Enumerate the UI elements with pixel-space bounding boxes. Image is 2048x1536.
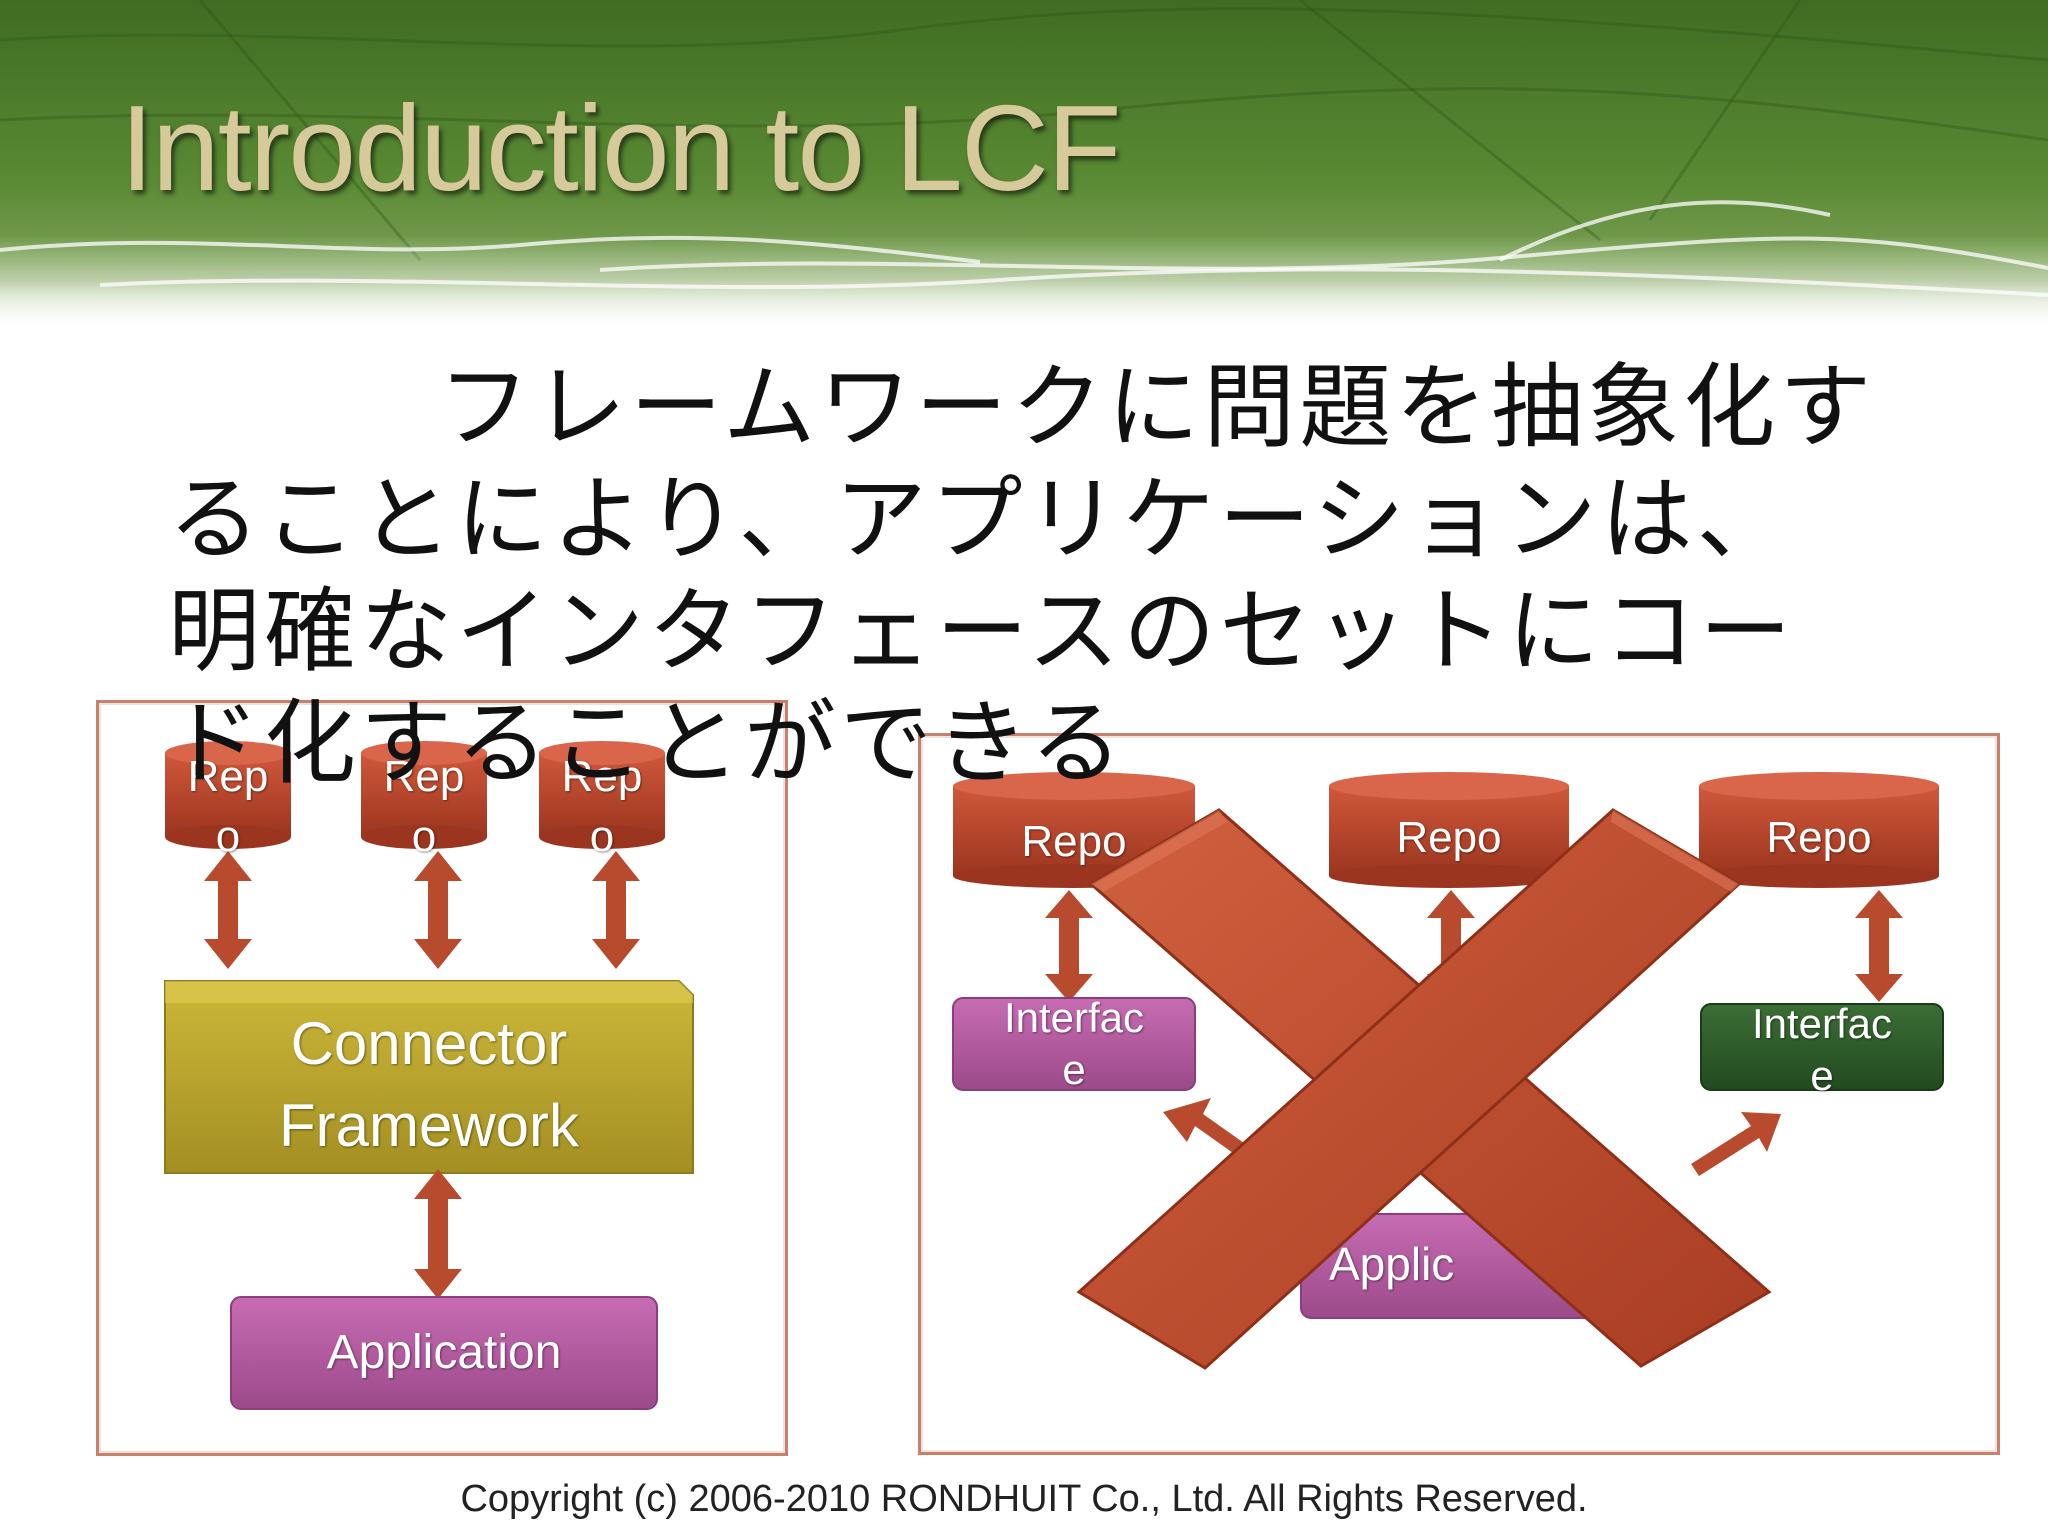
application-label-right: Applic	[1329, 1238, 1455, 1290]
repo-cylinder-right-2	[1329, 772, 1569, 888]
header-banner: Introduction to LCF	[0, 0, 2048, 330]
repo-label-right-3: Repo	[1766, 813, 1872, 862]
repo-label-3: Rep o	[561, 752, 643, 861]
application-label: Application	[326, 1326, 562, 1379]
repo-label-1: Rep o	[187, 752, 269, 861]
left-diagram-shapes	[164, 741, 694, 1410]
slide-body-text: フレームワークに問題を抽象化することにより、アプリケーションは、明確なインタフェ…	[168, 354, 1876, 797]
double-arrow-bottom	[414, 1169, 462, 1299]
connector-framework-block	[164, 980, 694, 1174]
right-diagram-shapes	[952, 772, 1944, 1370]
repo-label-right-1: Repo	[1021, 817, 1127, 866]
right-diagonal-arrows	[1163, 1098, 1781, 1176]
leaf-texture-background	[0, 0, 2048, 330]
repo-cylinder-3	[539, 741, 665, 849]
repo-cylinder-right-1	[953, 772, 1195, 888]
repo-cylinder-1	[165, 741, 291, 849]
interface-block-pink	[952, 997, 1196, 1091]
copyright-footer: Copyright (c) 2006-2010 RONDHUIT Co., Lt…	[460, 1478, 1588, 1520]
big-cross-mark	[1076, 808, 1772, 1370]
interface-label-green: Interfac e	[1751, 1000, 1893, 1099]
slide-title: Introduction to LCF	[120, 80, 1122, 216]
repo-cylinder-2	[361, 741, 487, 849]
application-block	[230, 1296, 658, 1410]
direct-integration-diagram: Repo Repo Repo Interfac e Interfac e App…	[918, 733, 2000, 1455]
repo-label-2: Rep o	[383, 752, 465, 861]
repo-cylinder-right-3	[1699, 772, 1939, 888]
framework-label: Connector Framework	[278, 1010, 580, 1159]
double-arrows-top	[204, 851, 640, 969]
connector-framework-diagram: Rep o Rep o Rep o Connector Framework Ap…	[96, 700, 788, 1456]
repo-label-right-2: Repo	[1396, 813, 1502, 862]
interface-label-pink: Interfac e	[1003, 994, 1145, 1093]
interface-block-green	[1700, 1003, 1944, 1091]
